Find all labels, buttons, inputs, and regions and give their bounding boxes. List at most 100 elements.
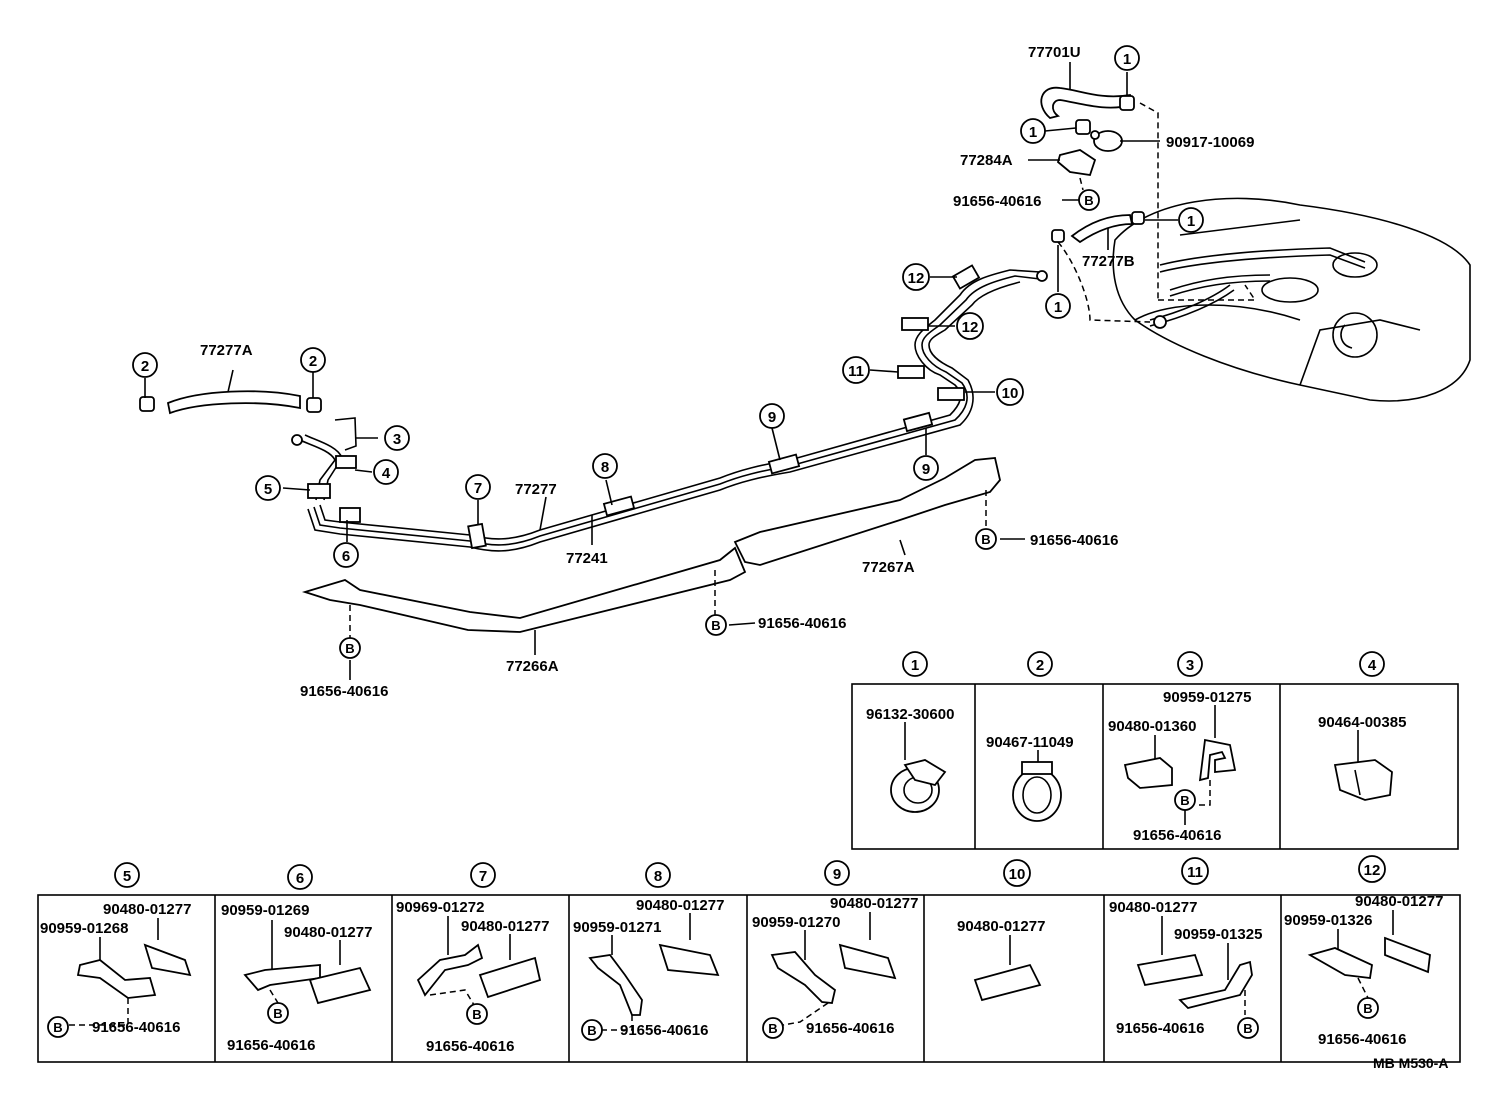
detail-callout-b: B xyxy=(1174,789,1196,811)
svg-text:1: 1 xyxy=(1187,213,1195,230)
svg-text:90959-01270: 90959-01270 xyxy=(752,914,840,931)
callout-12: 12 xyxy=(956,312,984,340)
svg-text:11: 11 xyxy=(1187,864,1203,881)
callout-9: 9 xyxy=(759,403,785,429)
callout-11: 11 xyxy=(842,356,870,384)
svg-text:8: 8 xyxy=(654,868,662,885)
main-callouts: 1 1 1 1 B 12 12 11 10 9 9 8 7 6 5 4 3 2 … xyxy=(132,45,1204,659)
svg-text:2: 2 xyxy=(309,353,317,370)
svg-text:B: B xyxy=(1243,1021,1252,1036)
svg-text:1: 1 xyxy=(1054,299,1062,316)
label-bolt-right: 91656-40616 xyxy=(1030,532,1118,549)
svg-text:96132-30600: 96132-30600 xyxy=(866,706,954,723)
detail-callout-11: 11 xyxy=(1181,857,1209,885)
detail-row-2: 5 6 7 8 9 10 11 12 90480-01277 90959-012… xyxy=(37,855,1461,1063)
detail-callout-1: 1 xyxy=(902,651,928,677)
svg-text:8: 8 xyxy=(601,459,609,476)
detail-callout-3: 3 xyxy=(1177,651,1203,677)
svg-text:91656-40616: 91656-40616 xyxy=(1318,1031,1406,1048)
fuel-tank xyxy=(1112,197,1471,402)
clip-12a xyxy=(951,264,981,290)
label-bolt-left: 91656-40616 xyxy=(300,683,388,700)
svg-text:7: 7 xyxy=(479,868,487,885)
callout-8: 8 xyxy=(592,453,618,479)
detail-callout-8: 8 xyxy=(645,862,671,888)
diagram-code: MB M530-A xyxy=(1373,1055,1448,1071)
svg-text:90480-01360: 90480-01360 xyxy=(1108,718,1196,735)
callout-2: 2 xyxy=(300,347,326,373)
svg-text:7: 7 xyxy=(474,480,482,497)
callout-1: 1 xyxy=(1114,45,1140,71)
svg-text:10: 10 xyxy=(1009,866,1026,883)
bolt-b-icon: B xyxy=(47,1016,69,1038)
svg-text:90969-01272: 90969-01272 xyxy=(396,899,484,916)
clamp-90467-icon xyxy=(1012,761,1062,822)
clamp-icon xyxy=(1075,119,1091,135)
svg-text:2: 2 xyxy=(141,358,149,375)
clip-10 xyxy=(937,387,965,401)
svg-text:90480-01277: 90480-01277 xyxy=(830,895,918,912)
svg-text:1: 1 xyxy=(911,657,919,674)
svg-text:B: B xyxy=(711,618,720,633)
detail-callout-12: 12 xyxy=(1358,855,1386,883)
detail-callout-10: 10 xyxy=(1003,859,1031,887)
bolt-b-icon: B xyxy=(267,1002,289,1024)
bracket-icon xyxy=(416,943,484,997)
clip-7 xyxy=(467,522,487,550)
detail-row-1: 1 2 3 4 96132-30600 90467-11049 90959-01… xyxy=(851,651,1459,850)
svg-text:91656-40616: 91656-40616 xyxy=(620,1022,708,1039)
label-hose-top: 77701U xyxy=(1028,44,1081,61)
bolt-b-icon: B xyxy=(762,1017,784,1039)
svg-text:1: 1 xyxy=(1123,51,1131,68)
svg-text:B: B xyxy=(1180,793,1189,808)
bracket-icon xyxy=(588,954,643,1016)
label-bracket-top: 77284A xyxy=(960,152,1013,169)
svg-text:11: 11 xyxy=(848,363,864,380)
bracket-icon xyxy=(1307,947,1373,979)
callout-b: B xyxy=(705,614,727,636)
svg-text:B: B xyxy=(1363,1001,1372,1016)
svg-text:5: 5 xyxy=(123,868,131,885)
clamp-96132-icon xyxy=(890,759,947,813)
clip-90480-01360-icon xyxy=(1123,757,1173,789)
svg-text:91656-40616: 91656-40616 xyxy=(92,1019,180,1036)
detail-callout-7: 7 xyxy=(470,862,496,888)
detail-callout-5: 5 xyxy=(114,862,140,888)
svg-text:90464-00385: 90464-00385 xyxy=(1318,714,1406,731)
label-protector-right: 77267A xyxy=(862,559,915,576)
svg-text:B: B xyxy=(273,1006,282,1021)
bracket-77284a xyxy=(1056,149,1097,177)
svg-text:9: 9 xyxy=(768,409,776,426)
label-bolt-mid: 91656-40616 xyxy=(758,615,846,632)
svg-text:12: 12 xyxy=(962,319,979,336)
detail-callout-9: 9 xyxy=(824,860,850,886)
svg-text:4: 4 xyxy=(1368,657,1377,674)
evap-hose-group xyxy=(1040,86,1257,323)
svg-text:3: 3 xyxy=(1186,657,1194,674)
callout-5: 5 xyxy=(255,475,281,501)
label-hose-mid: 77277B xyxy=(1082,253,1135,270)
svg-text:4: 4 xyxy=(382,465,391,482)
callout-7: 7 xyxy=(465,474,491,500)
svg-text:6: 6 xyxy=(296,870,304,887)
callout-b: B xyxy=(975,528,997,550)
callout-4: 4 xyxy=(373,459,399,485)
callout-1: 1 xyxy=(1178,207,1204,233)
clip-12b xyxy=(901,317,929,331)
svg-text:90959-01326: 90959-01326 xyxy=(1284,912,1372,929)
bracket-icon xyxy=(76,959,157,999)
svg-text:90480-01277: 90480-01277 xyxy=(636,897,724,914)
clip-icon xyxy=(658,943,720,977)
fuel-tubes xyxy=(291,264,1048,552)
callout-10: 10 xyxy=(996,378,1024,406)
svg-text:B: B xyxy=(472,1007,481,1022)
protector-77266a xyxy=(301,546,747,633)
svg-text:90480-01277: 90480-01277 xyxy=(103,901,191,918)
svg-text:B: B xyxy=(53,1020,62,1035)
clamp-icon xyxy=(1119,95,1135,111)
svg-text:90480-01277: 90480-01277 xyxy=(1355,893,1443,910)
svg-text:90959-01275: 90959-01275 xyxy=(1163,689,1251,706)
svg-text:91656-40616: 91656-40616 xyxy=(227,1037,315,1054)
